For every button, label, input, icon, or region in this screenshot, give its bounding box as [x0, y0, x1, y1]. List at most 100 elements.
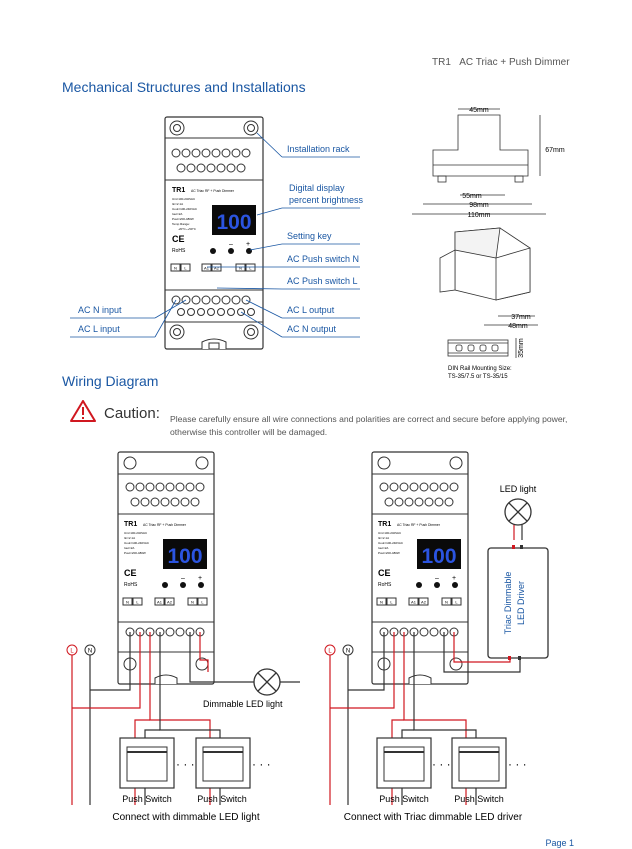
dim-67: 67mm [545, 147, 565, 154]
terminal-l-in: L [136, 600, 139, 605]
ellipsis: · · · [508, 757, 527, 771]
plus-key[interactable] [452, 582, 458, 588]
terminal-l-out: L [201, 600, 204, 605]
neutral-label: N [88, 649, 92, 655]
minus-key[interactable] [434, 582, 440, 588]
device-model-label: TR1 [124, 521, 137, 528]
device-right: TR1 AC Triac RF + Push Dimmer Uin=100-24… [371, 451, 469, 685]
callout-l-output: AC L output [287, 305, 335, 315]
caution-line2: otherwise this controller will be damage… [170, 427, 328, 437]
minus-key[interactable] [228, 248, 234, 254]
ellipsis: · · · [432, 757, 451, 771]
spec-line: Iin=2.1A [124, 536, 135, 540]
plus-key[interactable] [198, 582, 204, 588]
callout-lines [70, 132, 360, 338]
spec-line: Iout=2A [124, 546, 134, 550]
terminal-a2: A2 [421, 600, 427, 605]
minus-label: – [229, 241, 233, 248]
device-model-label: TR1 [378, 521, 391, 528]
wiring-left: TR1 AC Triac RF + Push Dimmer Uin=100-24… [66, 451, 300, 823]
lcd-display [163, 539, 207, 569]
spec-line: Iout=2A [172, 212, 182, 216]
setting-key[interactable] [210, 248, 216, 254]
dim-98: 98mm [469, 202, 489, 209]
led-light-label: LED light [500, 484, 537, 494]
push-switch-label: Push Switch [379, 794, 429, 804]
lcd-value: 100 [167, 545, 202, 568]
spec-line: Uin=100-240VAC [124, 531, 148, 535]
caution-title: Caution: [104, 405, 160, 422]
lcd-display [417, 539, 461, 569]
live-label: L [70, 649, 74, 655]
header-model: TR1 [432, 57, 451, 68]
plus-label: + [452, 575, 456, 582]
device-subtitle: AC Triac RF + Push Dimmer [191, 189, 235, 193]
dim-48: 48mm [508, 323, 528, 330]
spec-line: Iin=2.1A [172, 202, 183, 206]
left-caption: Connect with dimmable LED light [112, 812, 260, 823]
terminal-n-out: N [191, 600, 194, 605]
dim-55: 55mm [462, 193, 482, 200]
callout-labels: Installation rack Digital display percen… [78, 144, 364, 334]
spec-line: Uin=100-240VAC [378, 531, 402, 535]
rohs-mark: RoHS [124, 582, 138, 588]
callout-n-input: AC N input [78, 305, 122, 315]
callout-push-l: AC Push switch L [287, 276, 358, 286]
device-left: TR1 AC Triac RF + Push Dimmer Uin=100-24… [117, 451, 215, 685]
push-switch-label: Push Switch [454, 794, 504, 804]
caution-line1: Please carefully ensure all wire connect… [170, 414, 568, 424]
push-switch-2 [451, 737, 507, 789]
rail-size-value: TS-35/7.5 or TS-35/15 [448, 374, 508, 380]
warning-icon [70, 400, 96, 427]
spec-line: Uout=100-240VAC [172, 207, 198, 211]
callout-n-output: AC N output [287, 324, 337, 334]
din-rail [447, 338, 517, 358]
minus-label: – [435, 575, 439, 582]
plus-key[interactable] [246, 248, 252, 254]
ellipsis: · · · [176, 757, 195, 771]
spec-line: Iout=2A [378, 546, 388, 550]
rail-size-label: DIN Rail Mounting Size: [448, 366, 512, 372]
terminal-a2: A2 [214, 266, 220, 271]
dim-110: 110mm [468, 212, 491, 219]
callout-percent-brightness: percent brightness [289, 195, 364, 205]
device-front-top: TR1 AC Triac RF + Push Dimmer Uin=100-24… [164, 116, 264, 350]
terminal-a1: A1 [204, 266, 210, 271]
setting-key[interactable] [416, 582, 422, 588]
minus-key[interactable] [180, 582, 186, 588]
dim-45: 45mm [469, 107, 489, 114]
minus-label: – [181, 575, 185, 582]
rohs-mark: RoHS [378, 582, 392, 588]
driver-label-2: LED Driver [516, 581, 526, 625]
spec-line: Iin=2.1A [378, 536, 389, 540]
wiring-heading: Wiring Diagram [62, 373, 159, 389]
spec-line: Pout=200-480W [172, 217, 194, 221]
spec-line: Uout=100-240VAC [378, 541, 404, 545]
terminal-n-in: N [126, 600, 129, 605]
terminal-n-out: N [239, 266, 242, 271]
spec-line: -20°C~+50°C [178, 227, 197, 231]
spec-line: Uout=100-240VAC [124, 541, 150, 545]
terminal-l-out: L [455, 600, 458, 605]
iso-view [439, 227, 538, 326]
spec-line: Pout=200-480W [124, 551, 146, 555]
callout-installation-rack: Installation rack [287, 144, 350, 154]
ellipsis: · · · [252, 757, 271, 771]
terminal-n-in: N [174, 266, 177, 271]
plus-label: + [246, 241, 250, 248]
terminal-a1: A1 [411, 600, 417, 605]
dimension-labels: 45mm 67mm 55mm 98mm 110mm [462, 107, 565, 219]
callout-push-n: AC Push switch N [287, 254, 359, 264]
plus-label: + [198, 575, 202, 582]
lcd-value: 100 [216, 211, 251, 234]
spec-line: Temp Range: [172, 222, 190, 226]
neutral-label: N [346, 649, 350, 655]
push-switch-1 [376, 737, 432, 789]
push-switch-label: Push Switch [197, 794, 247, 804]
page-number: Page 1 [545, 838, 574, 848]
terminal-l-out: L [249, 266, 252, 271]
iso-dim-labels: 37mm 48mm [508, 314, 531, 330]
setting-key[interactable] [162, 582, 168, 588]
callout-setting-key: Setting key [287, 231, 332, 241]
